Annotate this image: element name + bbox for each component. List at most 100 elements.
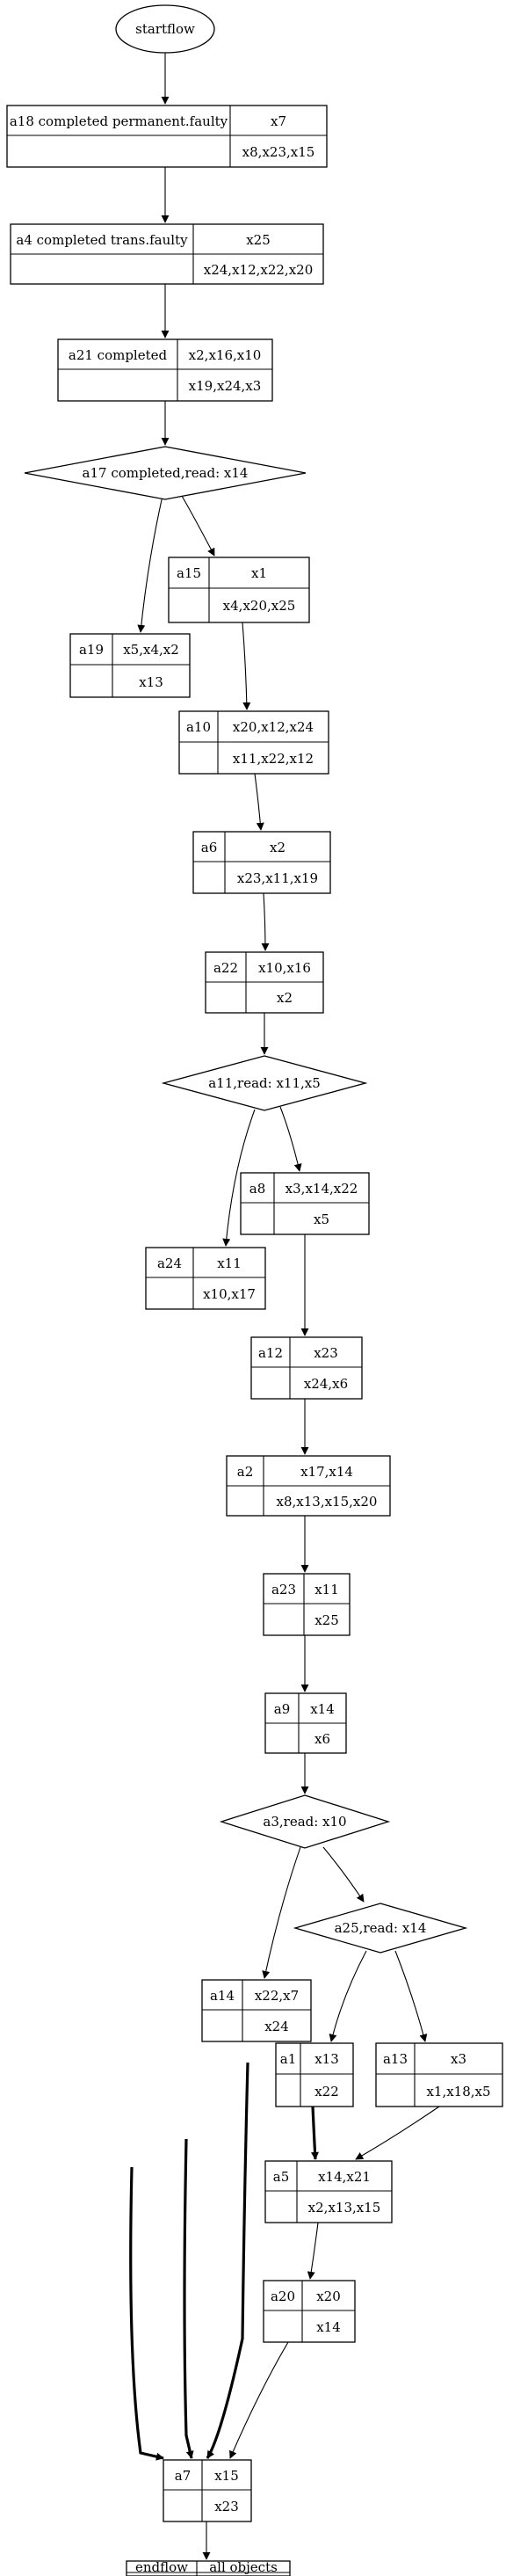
node-a19-top: x5,x4,x2: [123, 642, 179, 658]
node-a23[interactable]: a23 x11 x25: [263, 1573, 351, 1636]
node-a10-top: x20,x12,x24: [233, 719, 314, 735]
node-a1-top: x13: [314, 2051, 339, 2067]
node-a12[interactable]: a12 x23 x24,x6: [250, 1336, 363, 1400]
node-a8[interactable]: a8 x3,x14,x22 x5: [240, 1172, 370, 1235]
node-a9-id: a9: [274, 1701, 291, 1717]
node-a1-id: a1: [280, 2051, 297, 2067]
edge-d17-a19: [137, 495, 163, 633]
node-a18-id: a18 completed permanent.faulty: [10, 113, 228, 129]
node-a5-bottom: x2,x13,x15: [308, 2200, 381, 2216]
decision-a25[interactable]: a25,read: x14: [293, 1903, 468, 1954]
node-a9-bottom: x6: [314, 1731, 330, 1747]
node-a15[interactable]: a15 x1 x4,x20,x25: [168, 557, 310, 623]
node-a5[interactable]: a5 x14,x21 x2,x13,x15: [264, 2160, 393, 2223]
node-a14[interactable]: a14 x22,x7 x24: [201, 1979, 312, 2042]
node-a4[interactable]: a4 completed trans.faulty x25 x24,x12,x2…: [10, 223, 324, 285]
edge-d3-d25: [322, 1846, 365, 1903]
node-a14-bottom: x24: [264, 2019, 289, 2034]
node-startflow[interactable]: startflow: [115, 4, 215, 54]
edge-a24-a7: [183, 2138, 194, 2459]
node-a6-bottom: x23,x11,x19: [237, 870, 318, 886]
node-a23-top: x11: [314, 1582, 339, 1597]
node-a2-bottom: x8,x13,x15,x20: [277, 1494, 378, 1510]
node-a21[interactable]: a21 completed x2,x16,x10 x19,x24,x3: [57, 338, 273, 402]
node-a4-id: a4 completed trans.faulty: [16, 232, 188, 248]
node-a13-top: x3: [451, 2051, 466, 2067]
edge-d25-a1: [329, 1950, 367, 2042]
node-a7[interactable]: a7 x15 x23: [163, 2459, 252, 2522]
node-a18[interactable]: a18 completed permanent.faulty x7 x8,x23…: [6, 105, 328, 168]
node-a5-id: a5: [273, 2169, 290, 2185]
node-a8-top: x3,x14,x22: [286, 1181, 358, 1197]
node-a5-top: x14,x21: [318, 2169, 371, 2185]
node-a2-top: x17,x14: [300, 1464, 353, 1480]
node-a10-id: a10: [186, 719, 211, 735]
node-a22-bottom: x2: [277, 990, 293, 1006]
node-a20-top: x20: [316, 2289, 341, 2304]
node-a4-bottom: x24,x12,x22,x20: [204, 262, 314, 278]
edge-d3-a14: [262, 1846, 301, 1979]
start-label: startflow: [135, 21, 195, 37]
node-a8-id: a8: [249, 1181, 266, 1197]
node-a15-bottom: x4,x20,x25: [223, 598, 296, 614]
node-a21-id: a21 completed: [69, 347, 168, 363]
node-a1[interactable]: a1 x13 x22: [275, 2042, 354, 2107]
edge-d25-a13: [394, 1950, 428, 2042]
edge-d11-a8: [279, 1106, 302, 1172]
node-a13[interactable]: a13 x3 x1,x18,x5: [375, 2042, 503, 2107]
node-a15-id: a15: [177, 565, 201, 581]
node-a22-id: a22: [213, 960, 238, 976]
node-endflow[interactable]: endflow all objects: [126, 2559, 291, 2576]
node-a6-id: a6: [201, 840, 218, 855]
node-a14-top: x22,x7: [255, 1988, 299, 2004]
node-a14-id: a14: [210, 1988, 235, 2004]
node-a6[interactable]: a6 x2 x23,x11,x19: [192, 831, 331, 894]
decision-a11-label: a11,read: x11,x5: [208, 1075, 321, 1091]
decision-a3[interactable]: a3,read: x10: [219, 1794, 391, 1849]
node-a23-bottom: x25: [314, 1612, 339, 1628]
node-a13-id: a13: [383, 2051, 408, 2067]
edge-a1-a5: [311, 2106, 319, 2160]
edge-a19-a7: [129, 2166, 164, 2461]
node-a13-bottom: x1,x18,x5: [426, 2084, 490, 2099]
node-a19-bottom: x13: [139, 674, 163, 690]
decision-a25-label: a25,read: x14: [335, 1920, 427, 1936]
node-a2-id: a2: [237, 1464, 254, 1480]
node-a24-id: a24: [157, 1255, 182, 1271]
nodes: startflow a18 completed permanent.faulty…: [6, 4, 503, 2576]
node-a24[interactable]: a24 x11 x10,x17: [145, 1247, 266, 1310]
node-a22[interactable]: a22 x10,x16 x2: [205, 951, 324, 1014]
node-a15-top: x1: [251, 565, 267, 581]
node-endflow-id: endflow: [135, 2559, 188, 2575]
node-a1-bottom: x22: [314, 2084, 339, 2099]
edge-a6-a22: [261, 892, 270, 951]
node-a9[interactable]: a9 x14 x6: [264, 1692, 347, 1754]
node-a18-top: x7: [271, 113, 286, 129]
node-a2[interactable]: a2 x17,x14 x8,x13,x15,x20: [226, 1455, 391, 1517]
edge-d17-a15: [181, 495, 215, 557]
edge-a10-a6: [254, 773, 264, 831]
node-a7-bottom: x23: [214, 2499, 239, 2514]
decision-a17[interactable]: a17 completed,read: x14: [24, 446, 307, 500]
edge-a20-a7: [229, 2341, 289, 2459]
node-a21-top: x2,x16,x10: [189, 347, 262, 363]
node-a12-id: a12: [258, 1345, 283, 1361]
node-a20-id: a20: [271, 2289, 295, 2304]
edge-a15-a10: [242, 622, 251, 710]
node-a9-top: x14: [310, 1701, 335, 1717]
node-a12-top: x23: [314, 1345, 338, 1361]
edge-a13-a5: [355, 2106, 440, 2160]
node-a10[interactable]: a10 x20,x12,x24 x11,x22,x12: [178, 710, 329, 775]
node-a18-bottom: x8,x23,x15: [242, 144, 315, 160]
node-a23-id: a23: [271, 1582, 296, 1597]
edge-d11-a24: [222, 1109, 256, 1247]
node-a21-bottom: x19,x24,x3: [189, 378, 262, 394]
node-a7-id: a7: [175, 2468, 192, 2484]
decision-a11[interactable]: a11,read: x11,x5: [161, 1055, 368, 1111]
node-a10-bottom: x11,x22,x12: [233, 751, 314, 767]
node-a19[interactable]: a19 x5,x4,x2 x13: [69, 633, 191, 698]
node-endflow-top: all objects: [209, 2559, 278, 2575]
node-a20[interactable]: a20 x20 x14: [263, 2280, 356, 2343]
node-a8-bottom: x5: [314, 1212, 329, 1227]
